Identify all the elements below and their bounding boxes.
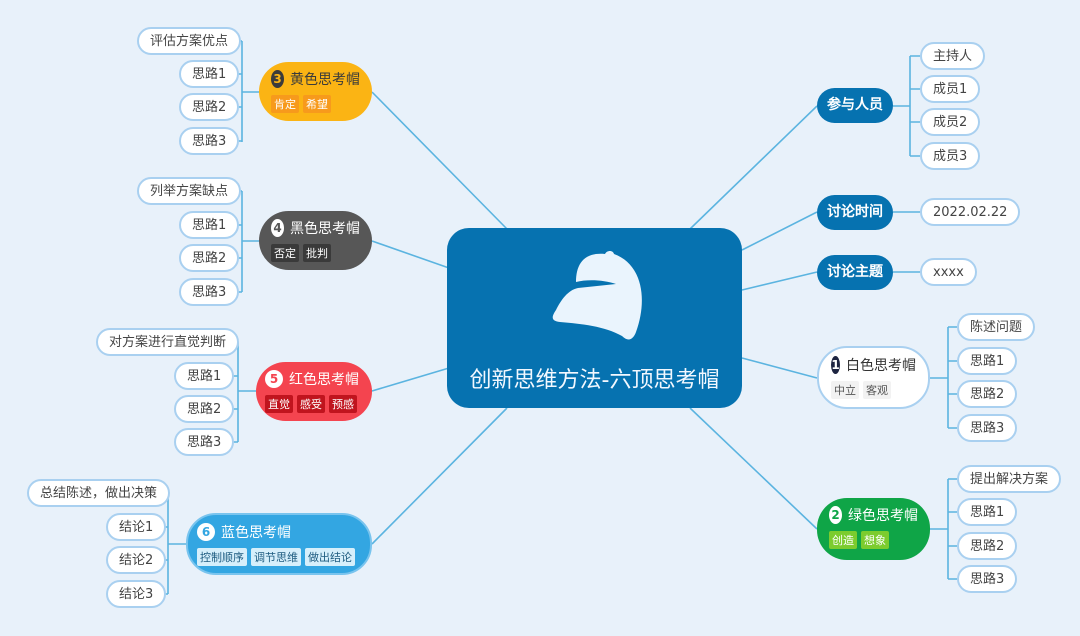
leaf-node[interactable]: 思路2 — [174, 395, 235, 423]
tag: 中立 — [831, 381, 859, 399]
leaf-node[interactable]: 结论1 — [106, 513, 167, 541]
leaf-node[interactable]: 思路2 — [179, 244, 240, 272]
tag: 否定 — [271, 244, 299, 262]
leaf-node[interactable]: 思路3 — [957, 414, 1018, 442]
central-title: 创新思维方法-六顶思考帽 — [469, 368, 720, 393]
tag: 调节思维 — [251, 548, 301, 566]
discussion-topic-node[interactable]: 讨论主题 — [817, 255, 893, 290]
leaf-node[interactable]: 成员3 — [920, 142, 981, 170]
leaf-node[interactable]: 思路2 — [957, 532, 1018, 560]
number-badge: 2 — [829, 506, 842, 524]
leaf-node[interactable]: 思路3 — [179, 278, 240, 306]
hat-title: 蓝色思考帽 — [221, 525, 291, 541]
leaf-node[interactable]: 陈述问题 — [957, 313, 1036, 341]
leaf-node[interactable]: 列举方案缺点 — [137, 177, 242, 205]
number-badge: 4 — [271, 219, 284, 237]
leaf-node[interactable]: 思路1 — [957, 347, 1018, 375]
tag: 预感 — [329, 395, 357, 413]
hat-title: 白色思考帽 — [846, 358, 916, 374]
tag: 创造 — [829, 531, 857, 549]
number-badge: 1 — [831, 356, 840, 374]
hat-title: 黑色思考帽 — [290, 221, 360, 237]
leaf-node[interactable]: 2022.02.22 — [920, 198, 1021, 226]
central-topic[interactable]: 创新思维方法-六顶思考帽 — [447, 228, 742, 408]
number-badge: 3 — [271, 70, 284, 88]
leaf-node[interactable]: 思路1 — [957, 498, 1018, 526]
leaf-node[interactable]: 思路3 — [957, 565, 1018, 593]
hat-title: 红色思考帽 — [289, 372, 359, 388]
leaf-node[interactable]: 主持人 — [920, 42, 986, 70]
yellow-hat-node[interactable]: 3 黄色思考帽 肯定 希望 — [259, 62, 372, 121]
discussion-time-node[interactable]: 讨论时间 — [817, 195, 893, 230]
leaf-node[interactable]: 思路3 — [174, 428, 235, 456]
blue-hat-node[interactable]: 6 蓝色思考帽 控制顺序 调节思维 做出结论 — [186, 513, 372, 575]
tag: 控制顺序 — [197, 548, 247, 566]
leaf-node[interactable]: 成员2 — [920, 108, 981, 136]
tag: 批判 — [303, 244, 331, 262]
leaf-node[interactable]: 提出解决方案 — [957, 465, 1062, 493]
leaf-node[interactable]: 对方案进行直觉判断 — [96, 328, 240, 356]
black-hat-node[interactable]: 4 黑色思考帽 否定 批判 — [259, 211, 372, 270]
red-hat-node[interactable]: 5 红色思考帽 直觉 感受 预感 — [256, 362, 372, 421]
green-hat-node[interactable]: 2 绿色思考帽 创造 想象 — [817, 498, 930, 560]
leaf-node[interactable]: 思路3 — [179, 127, 240, 155]
leaf-node[interactable]: 思路1 — [179, 60, 240, 88]
leaf-node[interactable]: 思路2 — [179, 93, 240, 121]
leaf-node[interactable]: 思路1 — [174, 362, 235, 390]
white-hat-node[interactable]: 1 白色思考帽 中立 客观 — [817, 346, 930, 409]
number-badge: 5 — [265, 370, 283, 388]
leaf-node[interactable]: 评估方案优点 — [137, 27, 242, 55]
baseball-cap-icon — [552, 251, 642, 340]
tag: 感受 — [297, 395, 325, 413]
leaf-node[interactable]: 结论3 — [106, 580, 167, 608]
tag: 客观 — [863, 381, 891, 399]
tag: 想象 — [861, 531, 889, 549]
number-badge: 6 — [197, 523, 215, 541]
tag: 肯定 — [271, 95, 299, 113]
leaf-node[interactable]: 思路2 — [957, 380, 1018, 408]
leaf-node[interactable]: 思路1 — [179, 211, 240, 239]
hat-title: 绿色思考帽 — [848, 508, 918, 524]
hat-title: 黄色思考帽 — [290, 72, 360, 88]
tag: 希望 — [303, 95, 331, 113]
leaf-node[interactable]: 结论2 — [106, 546, 167, 574]
tag: 做出结论 — [305, 548, 355, 566]
leaf-node[interactable]: xxxx — [920, 258, 977, 286]
participants-node[interactable]: 参与人员 — [817, 88, 893, 123]
tag: 直觉 — [265, 395, 293, 413]
leaf-node[interactable]: 总结陈述，做出决策 — [27, 479, 171, 507]
leaf-node[interactable]: 成员1 — [920, 75, 981, 103]
